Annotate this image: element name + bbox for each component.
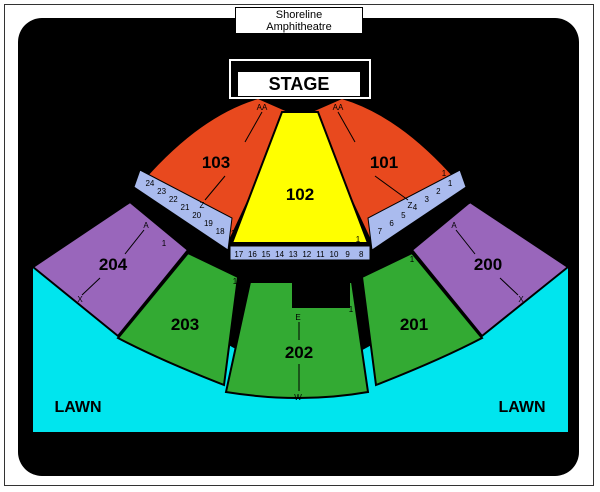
- box-row-number-2: 2: [436, 187, 441, 196]
- section-202-row-w: W: [294, 393, 302, 402]
- section-202-label: 202: [285, 343, 313, 362]
- box-row-number-13: 13: [289, 250, 298, 259]
- section-201-label: 201: [400, 315, 428, 334]
- box-row-number-9: 9: [345, 250, 350, 259]
- box-rows-center[interactable]: [229, 245, 371, 261]
- box-row-number-1: 1: [448, 179, 453, 188]
- lawn-left-label: LAWN: [54, 399, 101, 416]
- venue-title-line1: Shoreline: [275, 9, 323, 21]
- section-204-row-guide-upper: [124, 229, 145, 255]
- section-201[interactable]: [360, 251, 484, 387]
- box-row-number-18: 18: [216, 227, 225, 236]
- section-200-row-guide-lower: [499, 277, 519, 296]
- section-101-label: 101: [370, 153, 398, 172]
- box-row-number-17: 17: [234, 250, 243, 259]
- section-103-row-1: 1: [231, 229, 236, 238]
- box-row-number-22: 22: [169, 195, 178, 204]
- section-200-row-a: A: [451, 221, 457, 230]
- section-202-row-1: 1: [349, 305, 354, 314]
- section-204-row-a: A: [143, 221, 149, 230]
- section-102-row-1: 1: [356, 235, 361, 244]
- section-103-row-aa: AA: [257, 103, 268, 112]
- section-103-row-guide-lower: [204, 175, 226, 201]
- section-204-label: 204: [99, 255, 128, 274]
- box-row-number-15: 15: [262, 250, 271, 259]
- box-row-number-5: 5: [401, 211, 406, 220]
- section-200-row-guide-upper: [455, 229, 476, 255]
- box-rows-left[interactable]: [133, 169, 233, 251]
- box-row-number-4: 4: [413, 203, 418, 212]
- section-102-label: 102: [286, 185, 314, 204]
- box-row-number-3: 3: [424, 195, 429, 204]
- section-101-row-1: 1: [442, 169, 447, 178]
- section-101-row-guide-lower: [374, 175, 409, 201]
- section-101-row-z: Z: [408, 201, 413, 210]
- box-row-number-12: 12: [302, 250, 311, 259]
- venue-title-line2: Amphitheatre: [266, 21, 332, 33]
- box-row-number-16: 16: [248, 250, 257, 259]
- section-101-row-guide-upper: [337, 111, 356, 143]
- section-203-label: 203: [171, 315, 199, 334]
- stage-label-box: [238, 72, 360, 96]
- box-row-number-11: 11: [316, 250, 325, 259]
- section-202-row-e: E: [295, 313, 300, 322]
- box-row-number-23: 23: [157, 187, 166, 196]
- section-102[interactable]: [230, 111, 370, 244]
- box-row-number-8: 8: [359, 250, 364, 259]
- box-row-number-20: 20: [192, 211, 201, 220]
- section-200-row-x: X: [518, 295, 524, 304]
- box-row-number-21: 21: [181, 203, 190, 212]
- section-201-row-1: 1: [410, 255, 415, 264]
- box-row-number-6: 6: [389, 219, 394, 228]
- section-200-label: 200: [474, 255, 502, 274]
- box-rows-right[interactable]: [367, 169, 467, 251]
- box-row-number-7: 7: [378, 227, 383, 236]
- section-203[interactable]: [116, 251, 240, 387]
- box-row-number-10: 10: [330, 250, 339, 259]
- section-200[interactable]: [410, 200, 570, 338]
- section-204[interactable]: [31, 200, 190, 338]
- box-row-number-19: 19: [204, 219, 213, 228]
- section-202[interactable]: [224, 281, 370, 399]
- map-frame: [4, 4, 594, 486]
- box-row-number-14: 14: [275, 250, 284, 259]
- section-204-row-1: 1: [162, 239, 167, 248]
- section-103-row-guide-upper: [244, 111, 263, 143]
- section-103-row-z: Z: [200, 201, 205, 210]
- section-200-row-1: 1: [466, 197, 471, 206]
- section-204-row-x: X: [77, 295, 83, 304]
- stage-label: STAGE: [269, 74, 330, 94]
- lawn-area[interactable]: [33, 232, 568, 432]
- section-101-row-aa: AA: [333, 103, 344, 112]
- section-203-row-1: 1: [233, 277, 238, 286]
- box-row-number-24: 24: [145, 179, 154, 188]
- section-103-label: 103: [202, 153, 230, 172]
- section-202-notch: [292, 278, 350, 308]
- section-204-row-guide-lower: [81, 277, 101, 296]
- lawn-right-label: LAWN: [498, 399, 545, 416]
- venue-title: Shoreline Amphitheatre: [235, 7, 363, 34]
